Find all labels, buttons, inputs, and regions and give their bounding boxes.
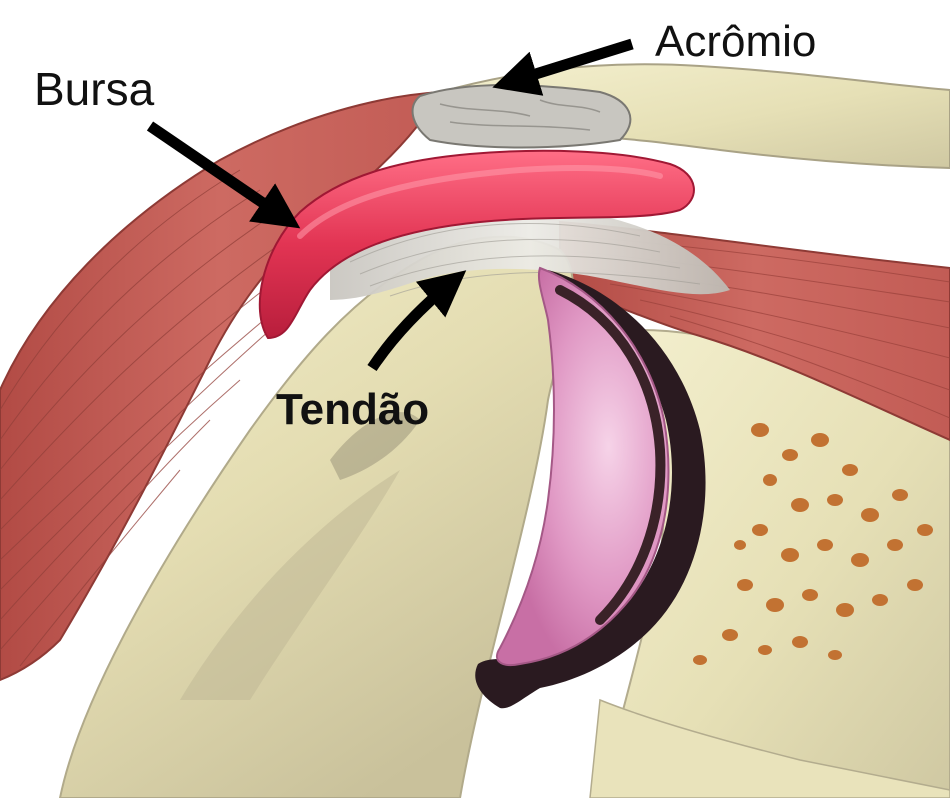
bursa-label: Bursa xyxy=(34,66,154,112)
acromion xyxy=(413,85,631,148)
tendao-label: Tendão xyxy=(276,388,429,432)
acromio-label: Acrômio xyxy=(655,20,816,64)
